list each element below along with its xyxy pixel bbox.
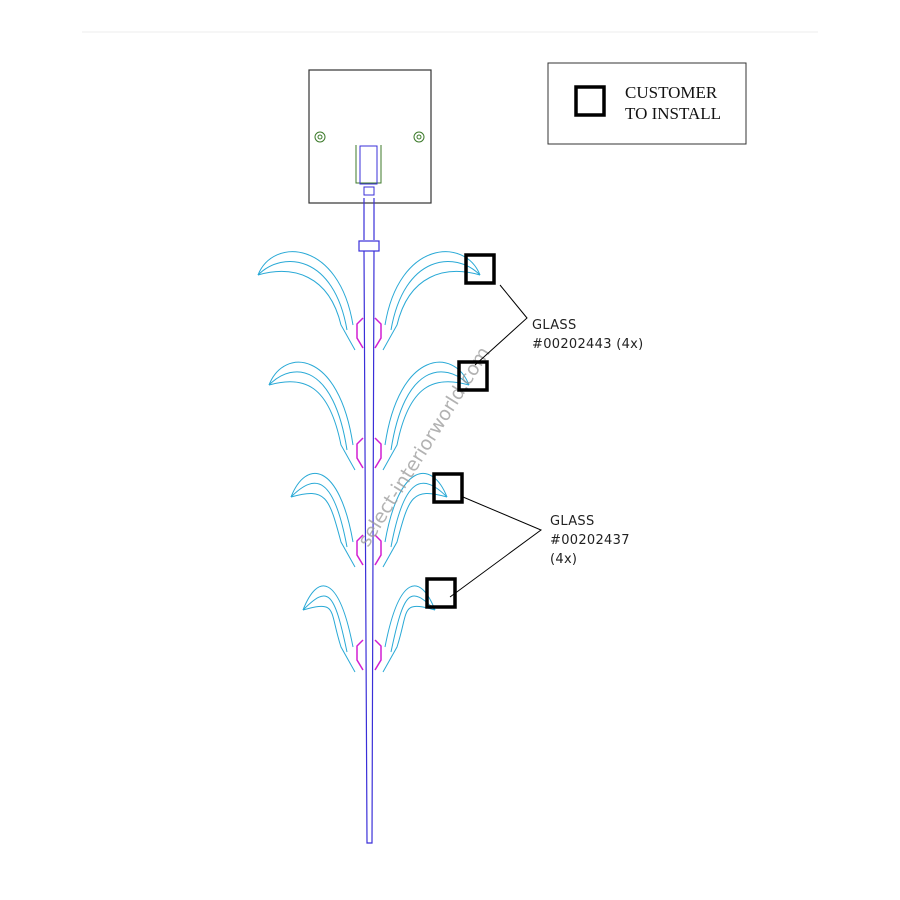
install-marker	[457, 360, 489, 392]
canopy	[308, 69, 432, 204]
screw-icon	[413, 131, 425, 143]
callout-2-title: GLASS	[550, 514, 595, 529]
install-marker	[464, 253, 496, 285]
leader-lines	[449, 284, 543, 598]
install-marker	[432, 472, 464, 504]
callout-2-qty: (4x)	[550, 552, 577, 567]
legend: CUSTOMER TO INSTALL	[547, 62, 747, 145]
leaf-bracket	[374, 639, 382, 671]
watermark: select-interiorworld.com	[354, 343, 495, 551]
glass-leaf	[374, 585, 436, 673]
glass-leaf	[302, 585, 364, 673]
stem-rod	[358, 198, 380, 844]
glass-leaf	[374, 472, 448, 568]
install-marker-icon	[574, 85, 606, 117]
callout-1-title: GLASS	[532, 318, 577, 333]
callout-1-part: #00202443 (4x)	[532, 337, 644, 352]
glass-leaves	[257, 251, 481, 673]
leaf-bracket	[356, 437, 364, 469]
leaf-bracket	[356, 639, 364, 671]
customer-install-markers	[425, 253, 496, 609]
legend-line-2: TO INSTALL	[625, 104, 721, 123]
glass-leaf	[257, 251, 364, 351]
callout-2-part: #00202437	[550, 533, 630, 548]
leaf-bracket	[374, 437, 382, 469]
leaf-bracket	[374, 534, 382, 566]
install-marker	[425, 577, 457, 609]
glass-leaf	[290, 472, 364, 568]
legend-line-1: CUSTOMER	[625, 83, 718, 102]
leaf-bracket	[356, 534, 364, 566]
glass-leaf	[268, 361, 364, 471]
leaf-bracket	[374, 317, 382, 349]
leaf-bracket	[356, 317, 364, 349]
screw-icon	[314, 131, 326, 143]
